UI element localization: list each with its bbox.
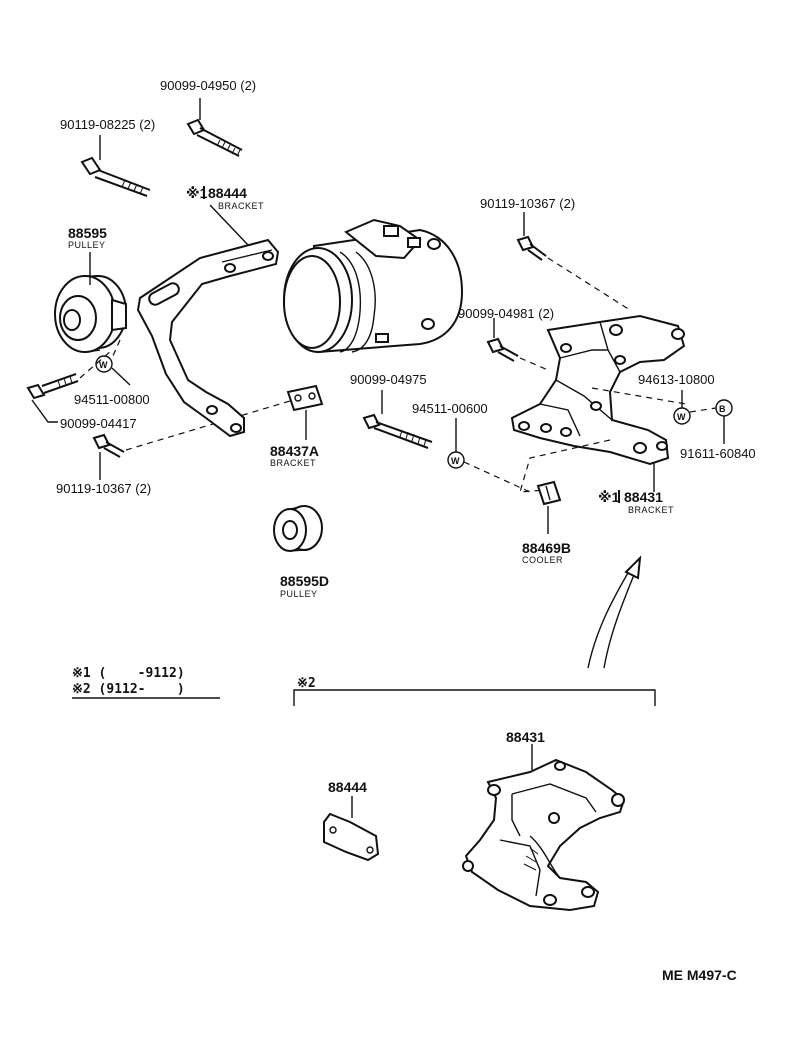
svg-text:B: B [719, 404, 726, 414]
label-pulley-d-num: 88595D [280, 573, 329, 589]
bracket-88444-drawing [136, 238, 280, 438]
label-pulley-d-text: PULLEY [280, 589, 318, 599]
label-cooler-num: 88469B [522, 540, 571, 556]
bolt-90099-04950 [186, 118, 243, 157]
legend-line-1: ※1 ( -9112) [72, 666, 185, 681]
cooler-88469b-drawing [536, 480, 562, 506]
pulley-88595d-drawing [273, 505, 323, 552]
label-bracket-1-num: 88444 [208, 185, 247, 201]
spacer-88437a-drawing [286, 384, 324, 412]
label-bolt-right-top: 90119-10367 (2) [480, 196, 575, 211]
bolt-90119-10367-left [92, 433, 125, 458]
svg-text:W: W [677, 412, 686, 422]
alt-bracket-88444-drawing [323, 812, 380, 862]
bolt-90099-04975 [362, 413, 433, 449]
label-pulley-text: PULLEY [68, 240, 106, 250]
bolt-90099-04981 [486, 337, 519, 362]
footer-code: ME M497-C [662, 967, 737, 983]
compressor-drawing [283, 218, 464, 354]
alt-arrow [587, 555, 642, 669]
group-tag: ※2 [297, 676, 316, 691]
label-alt-bracket-small: 88444 [328, 779, 367, 795]
label-bracket-1-text: BRACKET [218, 201, 264, 211]
bolt-90119-10367-right [516, 235, 547, 261]
label-alt-bracket-large: 88431 [506, 729, 545, 745]
label-bolt-left-top: 90119-08225 (2) [60, 117, 155, 132]
label-bolt-right-mid: 90099-04981 (2) [458, 306, 554, 321]
label-spacer-text: BRACKET [270, 458, 316, 468]
label-nut-right: 91611-60840 [680, 446, 756, 461]
label-bracket-1-code: ※1 [186, 185, 208, 201]
bracket-88431-drawing [510, 314, 686, 466]
washer-center-symbol: W [447, 451, 465, 469]
legend: ※1 ( -9112) ※2 (9112- ) [72, 666, 220, 699]
label-bolt-center: 90099-04975 [350, 372, 427, 387]
pulley-88595-drawing [54, 275, 127, 353]
label-bolt-left-bottom: 90119-10367 (2) [56, 481, 151, 496]
svg-text:W: W [99, 360, 108, 370]
label-washer-left: 94511-00800 [74, 392, 150, 407]
label-bracket-2-num: 88431 [624, 489, 663, 505]
washer-left-symbol: W [95, 355, 113, 373]
label-bracket-2-code: ※1 [598, 489, 620, 505]
bolt-90099-04417 [26, 373, 79, 400]
alt-bracket-88431-drawing [462, 758, 626, 912]
label-washer-center: 94511-00600 [412, 401, 488, 416]
label-cooler-text: COOLER [522, 555, 563, 565]
label-pulley-num: 88595 [68, 225, 107, 241]
label-bracket-2-text: BRACKET [628, 505, 674, 515]
bolt-90119-08225 [80, 156, 151, 197]
nut-right-symbol: B [715, 399, 733, 417]
label-bolt-left-mid: 90099-04417 [60, 416, 137, 431]
label-washer-right: 94613-10800 [638, 372, 715, 387]
label-bolt-top: 90099-04950 (2) [160, 78, 256, 93]
washer-right-symbol: W [673, 407, 691, 425]
legend-line-2: ※2 (9112- ) [72, 682, 185, 697]
label-spacer-num: 88437A [270, 443, 319, 459]
alt-group-bracket: ※2 [293, 676, 656, 706]
svg-text:W: W [451, 456, 460, 466]
